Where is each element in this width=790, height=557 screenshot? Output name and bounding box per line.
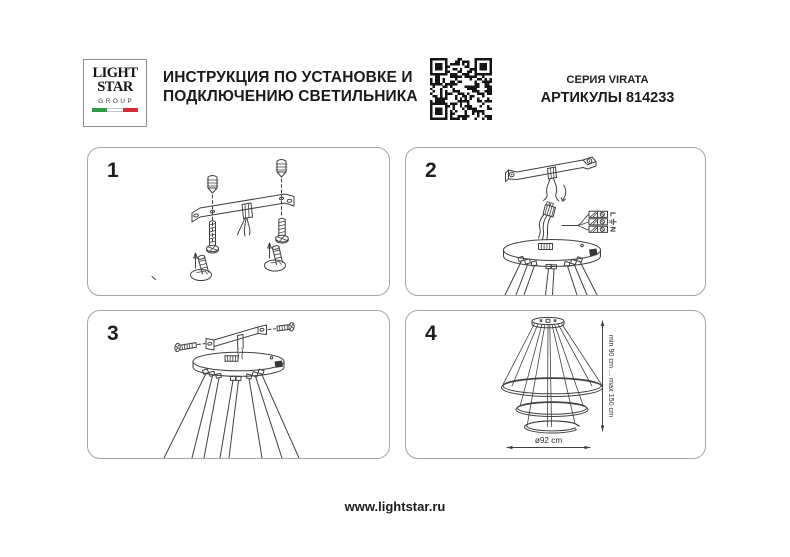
diameter-label: ø92 cm	[535, 436, 562, 445]
step-2-number: 2	[425, 159, 437, 182]
led-ring-large	[501, 377, 603, 397]
height-range-label: min 90 cm ... max 150 cm	[607, 335, 616, 417]
qr-code-svg	[430, 58, 492, 120]
print-speck	[151, 276, 156, 280]
step-3-number: 3	[107, 322, 119, 345]
screw-right-icon	[275, 217, 289, 244]
canopy-base	[192, 351, 285, 382]
title-line-1: ИНСТРУКЦИЯ ПО УСТАНОВКЕ И	[163, 69, 413, 86]
connect-direction-arrow-icon	[560, 184, 567, 202]
mains-wire-fork	[561, 214, 589, 231]
mounted-bracket	[505, 156, 597, 182]
series-block: СЕРИЯ VIRATA АРТИКУЛЫ 814233	[525, 74, 690, 106]
connector-plug	[538, 201, 556, 241]
suspension-cables	[502, 323, 602, 427]
screw-left-icon	[206, 220, 219, 254]
logo-word-star: STAR	[97, 79, 133, 95]
side-screw-left-icon	[174, 342, 206, 353]
step-4-diagram: min 90 cm ... max 150 cm ø92 cm	[501, 316, 616, 450]
step-4-panel: 4	[405, 310, 706, 459]
italian-flag-icon	[92, 108, 138, 112]
step-1-number: 1	[107, 159, 119, 182]
articles-label: АРТИКУЛЫ 814233	[540, 90, 675, 106]
logo-word-light: LIGHT	[92, 65, 138, 81]
diameter-dimension: ø92 cm	[506, 436, 591, 450]
website-url: www.lightstar.ru	[344, 499, 446, 514]
step-1-panel: 1	[87, 147, 390, 296]
series-label: СЕРИЯ VIRATA	[566, 74, 649, 86]
anchor-insert-right	[264, 242, 286, 272]
ceiling-wires	[543, 178, 560, 202]
led-ring-medium	[515, 401, 589, 417]
alignment-dashed-lines	[212, 178, 282, 245]
step-4-number: 4	[425, 322, 437, 345]
page-title: ИНСТРУКЦИЯ ПО УСТАНОВКЕ И ПОДКЛЮЧЕНИЮ СВ…	[163, 68, 418, 106]
terminal-label-live: L	[609, 212, 618, 217]
wall-plug-right-icon	[275, 159, 288, 178]
bracket-on-canopy	[205, 324, 267, 360]
side-screw-right-icon	[267, 322, 295, 332]
wall-plug-left-icon	[206, 175, 219, 194]
lightstar-logo: LIGHT STAR GROUP	[83, 59, 147, 127]
terminal-label-neutral: N	[609, 227, 618, 232]
terminal-block: L N	[588, 210, 618, 233]
step-1-diagram	[151, 159, 295, 281]
step-3-diagram	[163, 322, 300, 458]
step-2-panel: 2	[405, 147, 706, 296]
earth-ground-icon	[609, 218, 617, 226]
suspension-cables	[163, 373, 300, 458]
cable-clamp-with-wires	[237, 202, 253, 237]
qr-code	[430, 58, 492, 120]
suspension-cables	[504, 260, 598, 295]
title-line-2: ПОДКЛЮЧЕНИЮ СВЕТИЛЬНИКА	[163, 88, 418, 105]
canopy-base	[503, 239, 601, 270]
step-2-diagram: L N	[503, 156, 618, 295]
step-3-panel: 3	[87, 310, 390, 459]
logo-word-group: GROUP	[98, 98, 135, 105]
led-ring-small	[523, 420, 580, 434]
height-dimension: min 90 cm ... max 150 cm	[600, 320, 616, 432]
anchor-insert-left	[190, 252, 212, 281]
